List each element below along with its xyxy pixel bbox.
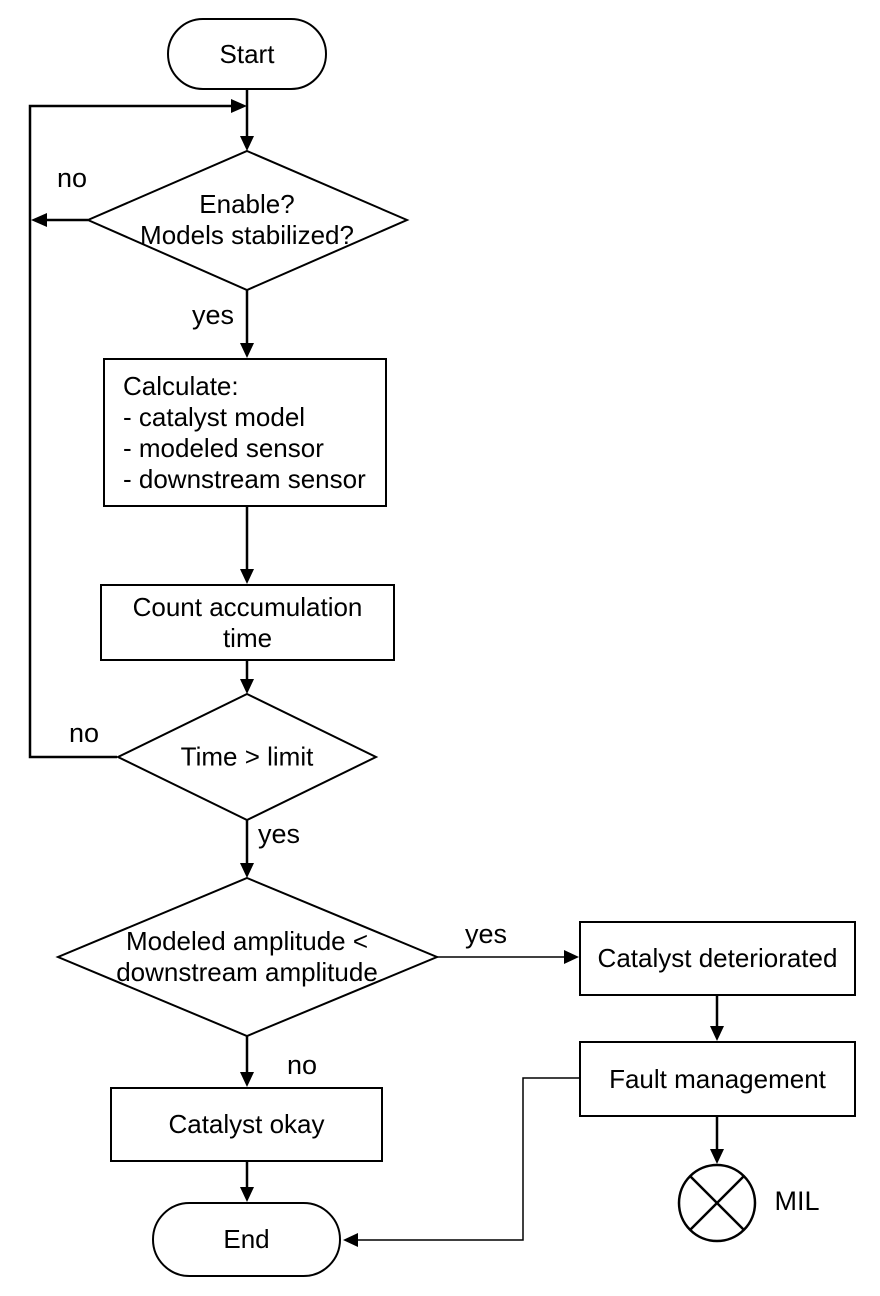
enable-no-label: no: [56, 163, 88, 193]
time-decision-diamond: [115, 692, 379, 822]
calculate-node: Calculate: - catalyst model - modeled se…: [103, 358, 387, 507]
arrowhead-catalyst-okay: [240, 1072, 254, 1087]
arrowhead-deteriorated: [564, 950, 579, 964]
arrowhead-amplitude-top: [240, 863, 254, 878]
time-decision-line: Time > limit: [180, 741, 314, 772]
calculate-line: Calculate:: [123, 370, 239, 401]
arrowhead-mil-top: [710, 1149, 724, 1164]
count-time-line: time: [222, 622, 273, 653]
edge-fault-to-end: [357, 1077, 579, 1241]
amplitude-decision-diamond: [55, 876, 440, 1038]
enable-decision-line: Enable?: [199, 189, 295, 219]
amplitude-decision-label: Modeled amplitude < downstream amplitude: [116, 926, 378, 988]
arrowhead-time-top: [240, 679, 254, 694]
arrowhead-end-right: [343, 1233, 358, 1247]
enable-decision-label: Enable? Models stabilized?: [140, 189, 354, 251]
catalyst-okay-node: Catalyst okay: [110, 1087, 383, 1162]
time-decision-label: Time > limit: [181, 742, 314, 773]
start-node: Start: [167, 18, 327, 90]
edge-time-no-loop: [28, 104, 232, 759]
end-node: End: [152, 1202, 341, 1277]
enable-decision-diamond: [85, 149, 410, 292]
calculate-line: - catalyst model: [123, 401, 306, 432]
end-label: End: [223, 1224, 270, 1254]
arrowhead-fault-top: [710, 1026, 724, 1041]
arrowhead-enable-no: [31, 213, 47, 227]
mil-label: MIL: [774, 1186, 820, 1216]
enable-yes-label: yes: [191, 300, 235, 330]
arrowhead-count: [240, 569, 254, 584]
amplitude-decision-line: Modeled amplitude <: [125, 926, 369, 956]
arrowhead-end-top: [240, 1187, 254, 1202]
fault-management-node: Fault management: [579, 1041, 856, 1117]
calculate-line: - modeled sensor: [123, 432, 324, 463]
mil-lamp-cross-line-2: [689, 1175, 745, 1231]
arrowhead-calculate: [240, 343, 254, 358]
calculate-line: - downstream sensor: [123, 463, 366, 494]
enable-decision-line: Models stabilized?: [140, 220, 354, 250]
time-no-label: no: [68, 718, 100, 748]
start-label: Start: [219, 38, 275, 69]
amplitude-yes-label: yes: [464, 919, 508, 949]
catalyst-okay-label: Catalyst okay: [168, 1109, 325, 1139]
time-yes-label: yes: [257, 819, 301, 849]
catalyst-deteriorated-node: Catalyst deteriorated: [579, 921, 856, 996]
count-time-node: Count accumulation time: [100, 584, 395, 661]
arrowhead-enable-top: [240, 136, 254, 151]
count-time-line: Count accumulation: [132, 591, 363, 622]
arrowhead-into-junction: [231, 99, 247, 113]
catalyst-deteriorated-label: Catalyst deteriorated: [597, 943, 838, 973]
amplitude-decision-line: downstream amplitude: [116, 957, 378, 987]
fault-management-label: Fault management: [609, 1063, 826, 1094]
amplitude-no-label: no: [286, 1050, 318, 1080]
